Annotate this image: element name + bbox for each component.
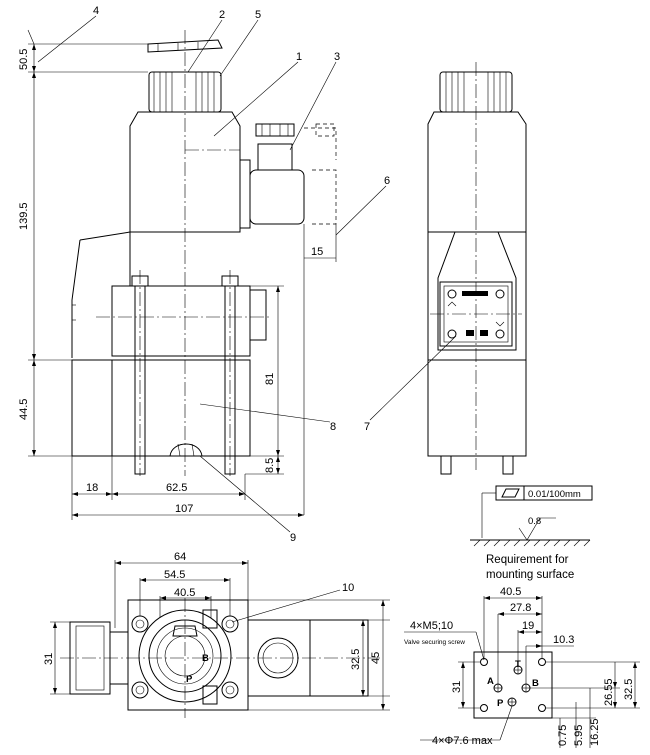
hole-label: 4×Φ7.6 max — [432, 735, 493, 747]
callout-4: 4 — [93, 5, 99, 17]
mp-dim-5-95: 5.95 — [573, 725, 585, 746]
callout-5: 5 — [255, 9, 261, 21]
mp-dim-40-5: 40.5 — [500, 586, 521, 598]
solenoid-body — [129, 111, 241, 233]
valve-block — [111, 285, 251, 357]
mp-dim-32-5: 32.5 — [623, 679, 635, 700]
dim-64: 64 — [174, 551, 186, 563]
valve-housing — [71, 231, 131, 358]
port-b: B — [532, 678, 539, 689]
dim-32-5-bottom: 32.5 — [350, 649, 362, 670]
dim-54-5: 54.5 — [164, 569, 185, 581]
flatness-value: 0.01/100mm — [528, 489, 581, 500]
callout-9: 9 — [290, 532, 296, 544]
callout-7: 7 — [364, 421, 370, 433]
dim-44-5: 44.5 — [18, 399, 30, 420]
base-block — [71, 359, 251, 457]
callout-2: 2 — [219, 9, 225, 21]
mp-dim-26-55: 26.55 — [603, 678, 615, 706]
callout-8: 8 — [330, 421, 336, 433]
dim-18: 18 — [86, 482, 98, 494]
dim-62-5: 62.5 — [166, 482, 187, 494]
callout-3: 3 — [334, 51, 340, 63]
screw-label: 4×M5;10 — [410, 620, 453, 632]
mp-dim-10-3: 10.3 — [553, 634, 574, 646]
dim-8-5: 8.5 — [264, 458, 276, 473]
requirement-line2: mounting surface — [486, 569, 574, 581]
bottom-view: P B 64 54.5 40.5 31 — [43, 551, 390, 718]
dim-15: 15 — [311, 246, 323, 258]
dim-31-left: 31 — [43, 653, 55, 665]
dim-139-5: 139.5 — [18, 202, 30, 230]
mp-dim-16-25: 16.25 — [589, 718, 601, 746]
mp-dim-19: 19 — [522, 620, 534, 632]
mp-dim-31: 31 — [451, 681, 463, 693]
callout-1: 1 — [296, 51, 302, 63]
dim-50-5: 50.5 — [18, 49, 30, 70]
requirement-line1: Requirement for — [486, 554, 569, 566]
dim-81: 81 — [264, 373, 276, 385]
front-view: 50.5 139.5 44.5 81 8.5 15 — [18, 5, 390, 544]
bottom-port-p: P — [186, 674, 193, 685]
dim-45: 45 — [370, 652, 382, 664]
roughness-value: 0.8 — [528, 516, 541, 527]
callout-6: 6 — [384, 175, 390, 187]
dim-107: 107 — [175, 503, 193, 515]
port-a: A — [487, 676, 494, 687]
dim-40-5: 40.5 — [174, 587, 195, 599]
mounting-plate — [473, 651, 553, 719]
mp-dim-27-8: 27.8 — [510, 602, 531, 614]
port-p: P — [497, 698, 504, 709]
mp-dim-0-75: 0.75 — [557, 725, 569, 746]
callout-10: 10 — [342, 582, 354, 594]
mounting-pattern: A T B P 40.5 27.8 — [404, 586, 640, 748]
side-view: 7 0.01/100mm 0.8 Requirement for mountin… — [364, 62, 593, 581]
plug-connector — [239, 159, 251, 229]
screw-note: Valve securing screw — [404, 639, 465, 646]
bottom-port-b: B — [202, 653, 209, 664]
knob-handle — [147, 39, 223, 53]
